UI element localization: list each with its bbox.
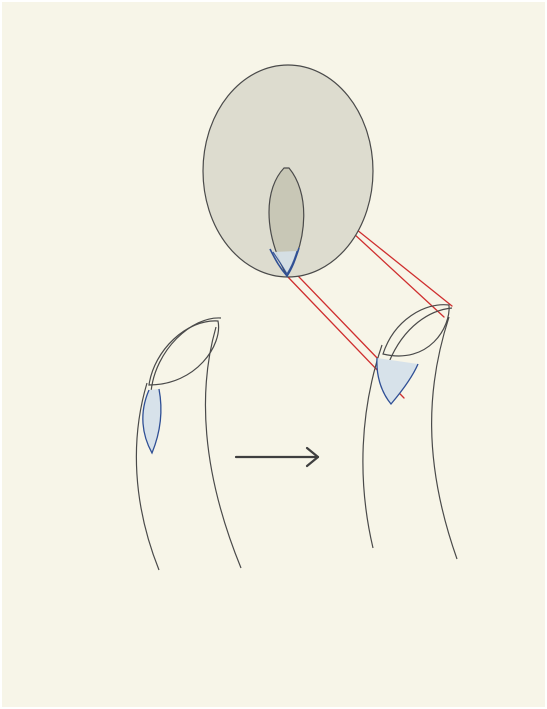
left-border	[0, 0, 2, 709]
top-border	[0, 0, 547, 2]
magnified-view	[203, 65, 373, 277]
